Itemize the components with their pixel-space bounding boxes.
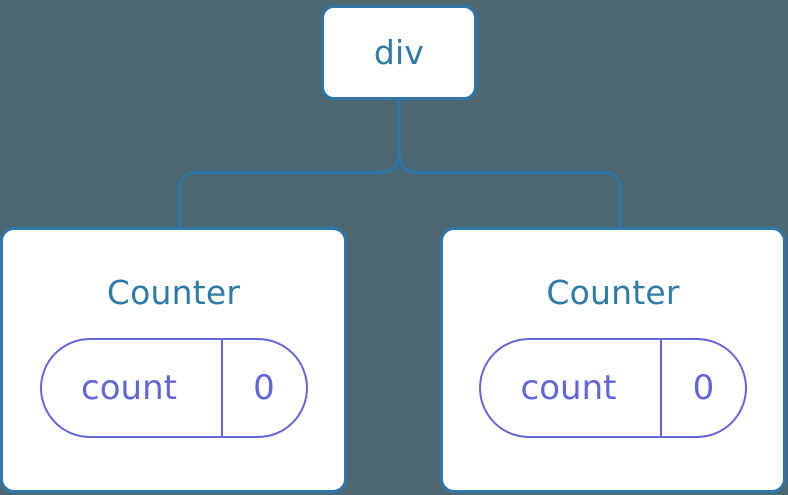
- node-counter-1-label: Counter: [106, 273, 241, 312]
- state-value-counter-2: 0: [692, 368, 715, 408]
- state-value-counter-1: 0: [253, 368, 275, 408]
- node-counter-1[interactable]: Counter count 0: [0, 227, 347, 493]
- node-counter-2-label: Counter: [546, 273, 680, 312]
- state-pill-counter-1: count 0: [39, 338, 308, 438]
- node-div[interactable]: div: [321, 5, 477, 100]
- node-div-label: div: [373, 33, 425, 72]
- connector-branch-right: [397, 149, 622, 229]
- state-pill-counter-2: count 0: [479, 338, 747, 438]
- connector-branch-left: [178, 149, 401, 229]
- node-counter-2[interactable]: Counter count 0: [440, 227, 786, 493]
- state-key-counter-2: count: [481, 340, 662, 436]
- state-key-counter-1: count: [42, 340, 223, 436]
